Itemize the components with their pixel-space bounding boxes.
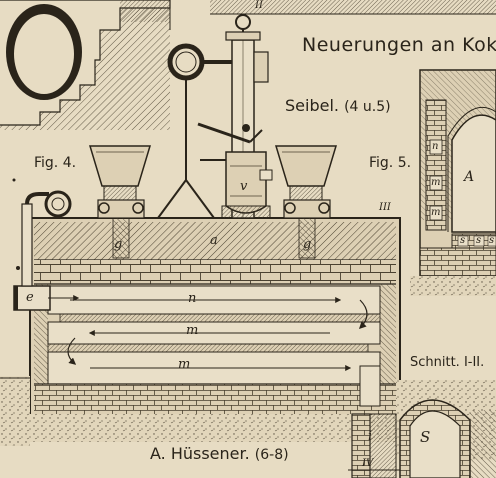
fig5-label: Fig. 5. [369, 155, 412, 171]
huessener-caption: A. Hüssener. (6-8) [150, 444, 289, 463]
inlet-pipe [13, 190, 80, 311]
marker-right: III [379, 202, 391, 213]
letter-m-lower: m [178, 357, 191, 372]
top-strip [210, 0, 496, 15]
bottom-shaft [348, 413, 400, 478]
gas-column [157, 14, 273, 219]
letter-g-left: g [114, 237, 123, 252]
letter-m-upper: m [186, 323, 199, 338]
bottom-arch [399, 399, 496, 478]
letter-v: v [240, 179, 248, 194]
plate-title: Neuerungen an Kokesö [302, 34, 496, 56]
seibel-refs: (4 u.5) [344, 99, 391, 115]
letter-s-3: s [489, 235, 495, 246]
letter-a: a [210, 233, 218, 248]
huessener-name: A. Hüssener. [150, 444, 250, 463]
marker-top: II [255, 0, 263, 11]
oven-body [29, 217, 401, 419]
seibel-caption: Seibel. (4 u.5) [285, 96, 391, 115]
seibel-name: Seibel. [285, 96, 339, 115]
hopper-left [88, 145, 152, 259]
letter-g-right: g [303, 237, 312, 252]
huessener-refs: (6-8) [254, 447, 289, 463]
letter-A: A [464, 169, 475, 185]
letter-n-right: n [432, 141, 439, 152]
letter-m-right-2: m [431, 207, 441, 218]
section-drawing [410, 69, 496, 296]
marker-bottom: IV [362, 458, 374, 469]
hopper-right [274, 145, 338, 259]
letter-n: n [188, 291, 197, 306]
letter-S: S [420, 428, 431, 446]
letter-s-1: s [460, 235, 466, 246]
top-left-fragment [0, 0, 171, 130]
letter-e: e [26, 290, 34, 305]
section-label: Schnitt. I-II. [410, 355, 485, 370]
letter-m-right-1: m [431, 177, 441, 188]
letter-i: i [368, 429, 373, 444]
fig4-label: Fig. 4. [34, 155, 77, 171]
letter-s-2: s [476, 235, 482, 246]
